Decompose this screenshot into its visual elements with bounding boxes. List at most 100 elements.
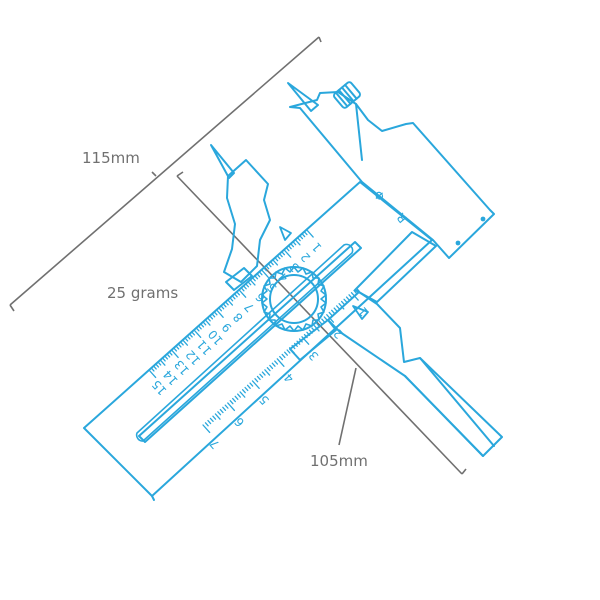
scale-tick <box>323 316 328 321</box>
scale-tick <box>296 340 301 345</box>
scale-tick <box>207 419 212 425</box>
scale-tick <box>294 238 301 246</box>
scale-tick <box>249 382 254 387</box>
scale-tick <box>219 408 224 414</box>
scale-tick <box>263 267 268 272</box>
scale-tick <box>211 313 216 318</box>
scale-tick <box>227 402 236 412</box>
scale-tick <box>220 305 225 310</box>
scale-tick <box>313 325 320 332</box>
pointer-marker-upper <box>279 226 292 241</box>
scale-tick <box>345 296 350 301</box>
scale-tick <box>331 309 336 314</box>
scale-tick <box>229 297 234 302</box>
scale-tick <box>283 249 292 258</box>
scale-tick <box>232 397 237 403</box>
scale-tick <box>150 367 155 372</box>
scale-tick <box>254 275 259 280</box>
scale-tick <box>159 359 166 366</box>
thumb-screw-knob <box>333 81 361 109</box>
cutting-blade-icon <box>287 82 319 112</box>
dimension-lines <box>9 36 467 475</box>
scale-tick <box>182 339 189 346</box>
scale-tick <box>215 309 224 318</box>
scale-tick <box>308 329 313 334</box>
scale-tick <box>202 321 207 326</box>
scale-tick <box>224 404 229 409</box>
scale-tick <box>170 349 179 359</box>
scale-tick <box>292 241 297 246</box>
scale-tick <box>303 230 308 236</box>
scale-tick <box>191 331 196 336</box>
scale-tick <box>214 413 221 420</box>
scale-number: 4 <box>281 370 297 385</box>
scale-tick <box>281 353 286 359</box>
scale-tick <box>264 369 271 376</box>
scale-tick <box>321 318 326 323</box>
scale-tick <box>256 273 261 278</box>
scale-tick <box>195 327 200 332</box>
scale-tick <box>316 322 321 328</box>
scale-tick <box>155 363 160 368</box>
scale-tick <box>247 281 252 286</box>
scale-tick <box>335 305 340 310</box>
scale-tick <box>227 299 234 306</box>
scale-tick <box>206 317 211 322</box>
scale-tick <box>229 400 234 405</box>
slide-arm <box>225 231 503 457</box>
scale-tick <box>260 269 269 278</box>
scale-tick <box>340 300 345 306</box>
scale-tick <box>251 277 256 282</box>
scale-tick <box>234 395 239 400</box>
scale-tick <box>184 337 189 342</box>
scale-tick <box>286 349 291 354</box>
scale-tick <box>188 333 193 338</box>
scale-tick <box>193 329 202 338</box>
scale-tick <box>222 303 227 308</box>
scale-tick <box>291 344 296 350</box>
scale-tick <box>251 380 260 389</box>
scale-tick <box>217 411 222 416</box>
scale-tick <box>311 327 316 332</box>
scale-tick <box>256 375 261 381</box>
scale-tick <box>212 415 217 420</box>
scale-tick <box>164 355 169 360</box>
scale-tick <box>299 234 304 240</box>
width-label: 105mm <box>310 452 368 470</box>
scale-tick <box>276 255 281 260</box>
scale-tick <box>328 311 333 317</box>
scale-tick <box>290 243 295 248</box>
scale-tick <box>197 325 202 330</box>
length-label: 115mm <box>82 149 140 167</box>
needle-holder <box>210 144 271 283</box>
scale-tick <box>200 323 205 328</box>
scale-tick <box>306 331 311 336</box>
scale-number: 1 <box>309 240 325 255</box>
scale-tick <box>218 307 223 312</box>
scale-tick <box>284 351 288 356</box>
scale-tick <box>274 360 279 365</box>
scale-tick <box>265 265 270 270</box>
scale-tick <box>267 263 272 268</box>
scale-tick <box>209 315 214 320</box>
scale-tick <box>240 287 245 292</box>
scale-tick <box>238 289 247 298</box>
scale-tick <box>288 347 295 354</box>
scale-tick <box>269 261 274 266</box>
scale-tick <box>236 393 241 398</box>
scale-tick <box>249 279 256 286</box>
length-dimension-line <box>9 36 320 306</box>
scale-number: 1 <box>355 304 371 319</box>
scale-tick <box>245 283 250 288</box>
scale-tick <box>348 294 353 299</box>
compass-cutter-tool <box>83 81 503 501</box>
scale-tick <box>148 369 157 379</box>
scale-tick <box>338 303 345 310</box>
scale-tick <box>326 314 335 323</box>
scale-tick <box>213 311 218 316</box>
scale-tick <box>241 389 246 394</box>
pointer-marker-lower <box>352 305 369 320</box>
scale-tick <box>266 366 271 372</box>
length-leader-line <box>151 171 157 177</box>
scale-number: 2 <box>331 326 347 341</box>
